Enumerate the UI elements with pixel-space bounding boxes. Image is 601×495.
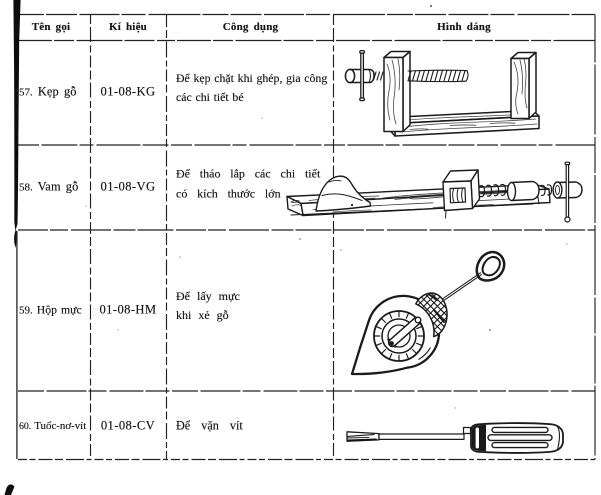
- row-59-code: 01-08-HM: [99, 302, 157, 317]
- ink-pot-illustration: [350, 250, 506, 376]
- row-58-code: 01-08-VG: [100, 179, 156, 194]
- row-59-number: 59.: [19, 304, 33, 317]
- row-57-usage: Để kẹp chặt khi ghép, gia công các chi t…: [176, 71, 328, 104]
- row-60-usage: Để vặn vít: [176, 418, 243, 433]
- row-57-name: 57. Kẹp gỗ: [19, 84, 77, 99]
- row-59-name: 59. Hộp mực: [19, 303, 82, 317]
- row-60-code: 01-08-CV: [100, 418, 156, 433]
- header-cong-dung: Công dụng: [222, 21, 279, 33]
- row-60-number: 60.: [19, 421, 32, 432]
- header-hinh-dang: Hình dáng: [437, 21, 491, 33]
- screwdriver-illustration: [346, 422, 564, 454]
- row-58-number: 58.: [19, 181, 33, 194]
- wood-vise-illustration: [286, 161, 583, 223]
- header-ten-goi: Tên gọi: [31, 21, 71, 33]
- row-58-usage: Để tháo lắp các chi tiết có kích thước l…: [176, 166, 321, 201]
- row-57-code: 01-08-KG: [100, 84, 156, 99]
- wood-clamp-illustration: [344, 49, 540, 137]
- scan-gutter-bar: [13, 0, 21, 459]
- row-59-usage: Để lấy mực khi xẻ gỗ: [176, 288, 240, 322]
- row-60-name: 60. Tuốc-nơ-vít: [19, 420, 87, 432]
- header-ki-hieu: Kí hiệu: [109, 21, 147, 33]
- ink-smudge: [4, 484, 15, 495]
- row-58-name: 58. Vam gỗ: [19, 179, 79, 194]
- row-57-number: 57.: [19, 86, 33, 99]
